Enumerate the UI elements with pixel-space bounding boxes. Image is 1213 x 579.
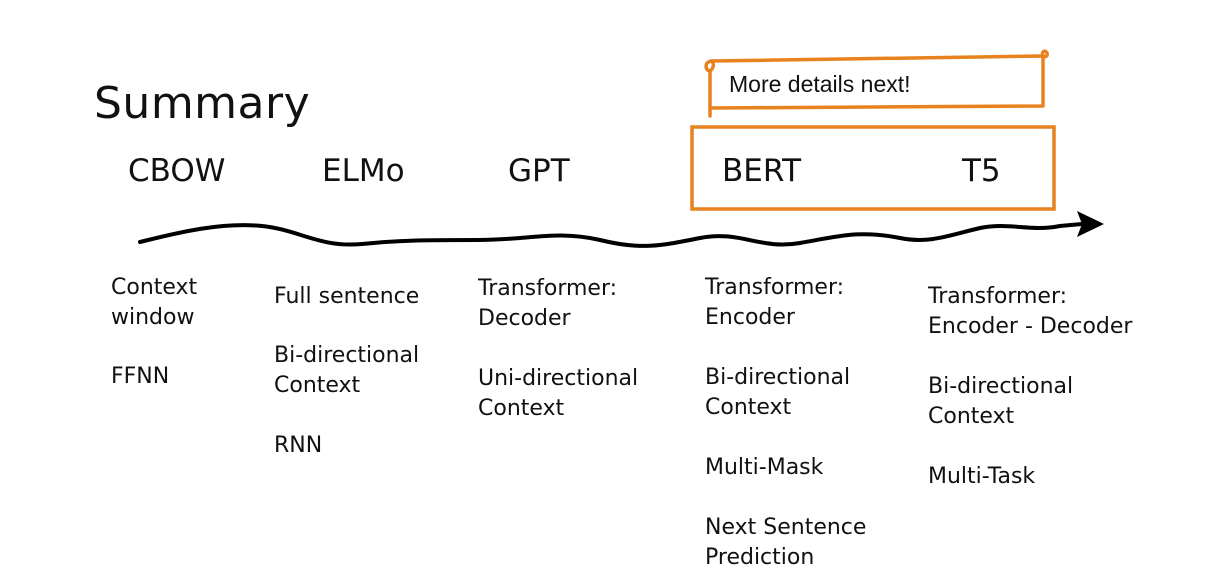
- bert-feature-nsp-line1: Next Sentence: [705, 515, 867, 540]
- gpt-feature-transformer-line2: Decoder: [478, 306, 571, 331]
- bert-feature-nsp-line2: Prediction: [705, 545, 815, 570]
- gpt-feature-unidir-line1: Uni-directional: [478, 366, 639, 391]
- bert-feature-bidir-line2: Context: [705, 395, 792, 420]
- cbow-feature-ffnn: FFNN: [111, 364, 170, 389]
- callout-text: More details next!: [729, 71, 911, 97]
- model-elmo: ELMo: [322, 153, 405, 189]
- gpt-feature-transformer-line1: Transformer:: [478, 276, 618, 301]
- t5-feature-bidir-line2: Context: [928, 404, 1015, 429]
- timeline-arrowhead: [1077, 211, 1104, 237]
- elmo-feature-bidir-line1: Bi-directional: [274, 343, 420, 368]
- bert-feature-multi-mask: Multi-Mask: [705, 455, 824, 480]
- t5-feature-multi-task: Multi-Task: [928, 464, 1036, 489]
- model-t5: T5: [962, 153, 1001, 189]
- callout-scroll: [704, 49, 1049, 118]
- gpt-feature-unidir-line2: Context: [478, 396, 565, 421]
- page-title: Summary: [94, 78, 311, 129]
- elmo-feature-bidir-line2: Context: [274, 373, 361, 398]
- t5-feature-transformer-line1: Transformer:: [928, 284, 1068, 309]
- highlight-box: [690, 125, 1056, 211]
- model-cbow: CBOW: [128, 153, 226, 189]
- timeline-wave: [138, 222, 1084, 248]
- elmo-feature-full-sentence: Full sentence: [274, 284, 420, 309]
- cbow-feature-context-line1: Context: [111, 275, 198, 300]
- bert-feature-bidir-line1: Bi-directional: [705, 365, 851, 390]
- model-gpt: GPT: [508, 153, 570, 189]
- t5-feature-transformer-line2: Encoder - Decoder: [928, 314, 1133, 339]
- bert-feature-transformer-line1: Transformer:: [705, 275, 845, 300]
- bert-feature-transformer-line2: Encoder: [705, 305, 795, 330]
- cbow-feature-context-line2: window: [111, 305, 195, 330]
- model-bert: BERT: [722, 153, 802, 189]
- elmo-feature-rnn: RNN: [274, 433, 323, 458]
- t5-feature-bidir-line1: Bi-directional: [928, 374, 1074, 399]
